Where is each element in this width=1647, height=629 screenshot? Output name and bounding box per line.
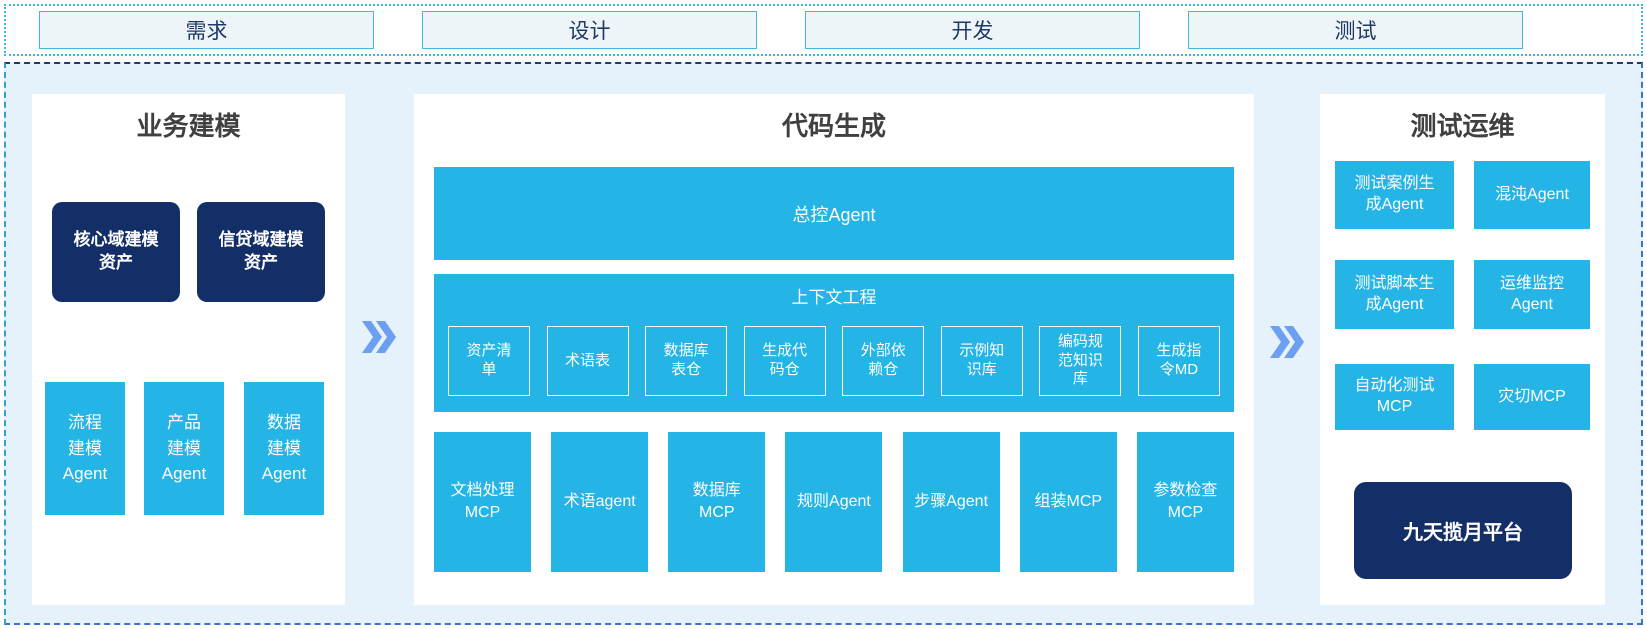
jiutian-lanyue-platform-box: 九天揽月平台 xyxy=(1354,482,1572,579)
glossary-box: 术语表 xyxy=(546,326,629,396)
context-engineering-items: 资产清 单 术语表 数据库 表仓 生成代 码仓 外部依 赖仓 示例知 识库 编码… xyxy=(448,326,1220,396)
process-modeling-agent-box: 流程 建模 Agent xyxy=(45,382,125,515)
ops-monitoring-agent-box: 运维监控 Agent xyxy=(1474,260,1590,329)
master-control-agent-bar: 总控Agent xyxy=(434,167,1234,260)
tools-row: 文档处理 MCP 术语agent 数据库 MCP 规则Agent 步骤Agent… xyxy=(434,432,1234,572)
test-script-generation-agent-box: 测试脚本生 成Agent xyxy=(1335,260,1454,329)
external-dependency-repo-box: 外部依 赖仓 xyxy=(842,326,925,396)
example-knowledge-base-box: 示例知 识库 xyxy=(940,326,1023,396)
business-modeling-title: 业务建模 xyxy=(136,111,241,141)
generated-code-repo-box: 生成代 码仓 xyxy=(743,326,826,396)
business-modeling-panel: 业务建模 核心域建模 资产 信贷域建模 资产 流程 建模 Agent 产品 建模… xyxy=(32,94,345,605)
phase-box-development: 开发 xyxy=(805,11,1140,49)
disaster-switch-mcp-box: 灾切MCP xyxy=(1474,364,1590,430)
code-generation-panel: 代码生成 总控Agent 上下文工程 资产清 单 术语表 数据库 表仓 生成代 … xyxy=(414,94,1254,605)
phase-box-testing: 测试 xyxy=(1188,11,1523,49)
code-generation-title: 代码生成 xyxy=(781,111,886,141)
parameter-check-mcp-box: 参数检查 MCP xyxy=(1136,432,1234,572)
database-mcp-box: 数据库 MCP xyxy=(668,432,766,572)
credit-domain-modeling-asset-box: 信贷域建模 资产 xyxy=(197,202,325,302)
test-ops-title: 测试运维 xyxy=(1410,111,1515,141)
test-case-generation-agent-box: 测试案例生 成Agent xyxy=(1335,161,1454,229)
step-agent-box: 步骤Agent xyxy=(902,432,1000,572)
chaos-agent-box: 混沌Agent xyxy=(1474,161,1590,229)
asset-list-box: 资产清 单 xyxy=(448,326,530,396)
database-table-repo-box: 数据库 表仓 xyxy=(645,326,728,396)
automated-testing-mcp-box: 自动化测试 MCP xyxy=(1335,364,1454,430)
document-processing-mcp-box: 文档处理 MCP xyxy=(434,432,531,572)
data-modeling-agent-box: 数据 建模 Agent xyxy=(244,382,324,515)
coding-standard-knowledge-base-box: 编码规 范知识 库 xyxy=(1039,326,1122,396)
phase-strip: 需求 设计 开发 测试 xyxy=(4,4,1643,56)
context-engineering-title: 上下文工程 xyxy=(791,288,877,307)
flow-chevron-icon xyxy=(1268,323,1304,361)
product-modeling-agent-box: 产品 建模 Agent xyxy=(144,382,224,515)
context-engineering-box: 上下文工程 资产清 单 术语表 数据库 表仓 生成代 码仓 外部依 赖仓 示例知… xyxy=(434,274,1234,412)
main-canvas: 业务建模 核心域建模 资产 信贷域建模 资产 流程 建模 Agent 产品 建模… xyxy=(4,62,1643,625)
phase-box-requirements: 需求 xyxy=(39,11,374,49)
flow-chevron-icon xyxy=(360,318,396,356)
phase-box-design: 设计 xyxy=(422,11,757,49)
assembly-mcp-box: 组装MCP xyxy=(1019,432,1117,572)
test-ops-panel: 测试运维 测试案例生 成Agent 混沌Agent 测试脚本生 成Agent 运… xyxy=(1320,94,1605,605)
rule-agent-box: 规则Agent xyxy=(785,432,883,572)
terminology-agent-box: 术语agent xyxy=(551,432,649,572)
generation-instruction-md-box: 生成指 令MD xyxy=(1137,326,1220,396)
core-domain-modeling-asset-box: 核心域建模 资产 xyxy=(52,202,180,302)
